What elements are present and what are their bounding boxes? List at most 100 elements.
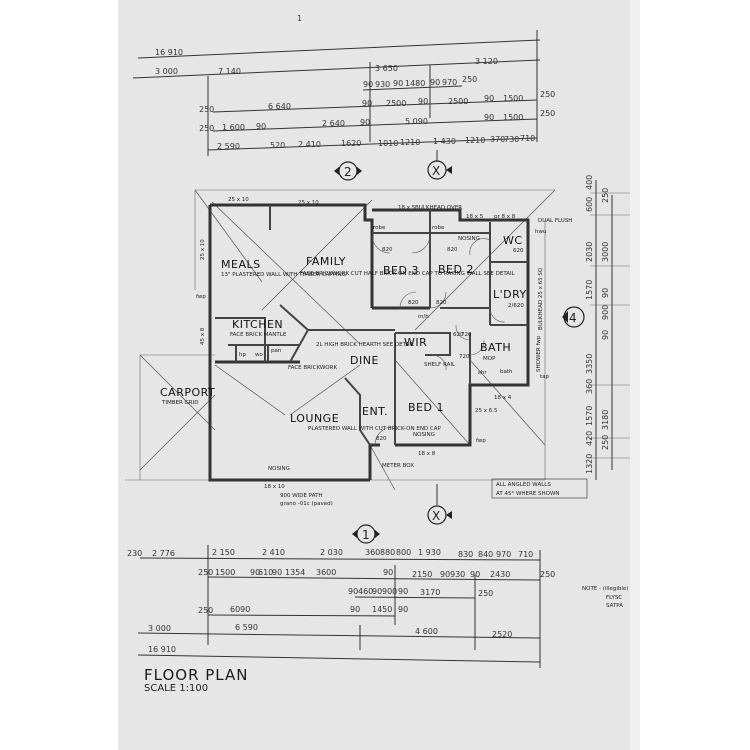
svg-text:90: 90 [418, 97, 428, 106]
dim-overall-top: 16 910 [155, 48, 183, 57]
svg-text:3350: 3350 [585, 354, 594, 374]
svg-text:1210: 1210 [465, 136, 485, 145]
svg-text:25 x 10: 25 x 10 [298, 200, 319, 206]
svg-text:360: 360 [585, 379, 594, 394]
svg-text:360: 360 [365, 548, 380, 557]
svg-text:90: 90 [484, 94, 494, 103]
svg-text:90: 90 [383, 568, 393, 577]
svg-text:600: 600 [585, 197, 594, 212]
svg-text:620: 620 [513, 248, 524, 254]
svg-text:610: 610 [258, 568, 273, 577]
svg-text:90: 90 [398, 587, 408, 596]
svg-text:tap: tap [540, 374, 550, 380]
room-label-laundry: L'DRY [493, 288, 527, 301]
svg-text:PLASTERED WALL WITH CUT BRICK-: PLASTERED WALL WITH CUT BRICK-ON END CAP [308, 426, 442, 432]
svg-text:hwu: hwu [535, 229, 546, 235]
svg-text:3 000: 3 000 [148, 624, 171, 633]
svg-text:3180: 3180 [601, 410, 610, 430]
svg-text:880: 880 [380, 548, 395, 557]
svg-text:720: 720 [461, 332, 472, 338]
room-label-bed3: BED 3 [383, 264, 419, 277]
svg-text:90: 90 [362, 99, 372, 108]
svg-text:800: 800 [396, 548, 411, 557]
svg-text:NOSING: NOSING [268, 466, 290, 472]
svg-text:25 x 6.5: 25 x 6.5 [475, 408, 498, 414]
room-label-family: FAMILY [306, 255, 346, 268]
svg-text:830: 830 [458, 550, 473, 559]
svg-text:BULKHEAD OVER: BULKHEAD OVER [415, 205, 462, 211]
svg-text:970: 970 [496, 550, 511, 559]
room-label-bed1: BED 1 [408, 401, 444, 414]
svg-text:TIMBER GRID: TIMBER GRID [161, 400, 199, 406]
svg-text:730: 730 [504, 135, 519, 144]
svg-text:1480: 1480 [405, 79, 425, 88]
svg-text:3 120: 3 120 [475, 57, 498, 66]
svg-text:3000: 3000 [601, 242, 610, 262]
svg-text:930: 930 [450, 570, 465, 579]
room-label-bath: BATH [480, 341, 511, 354]
svg-text:FLYSC: FLYSC [606, 595, 622, 601]
svg-text:250: 250 [198, 606, 213, 615]
svg-text:2150: 2150 [412, 570, 432, 579]
bottom-dimensions [137, 545, 541, 668]
svg-text:NOSING: NOSING [413, 432, 435, 438]
svg-text:SHELF RAIL: SHELF RAIL [424, 362, 456, 368]
svg-text:900: 900 [382, 587, 397, 596]
svg-text:3 650: 3 650 [375, 64, 398, 73]
dim-overall-bottom: 16 910 [148, 645, 176, 654]
svg-text:2L HIGH BRICK HEARTH SEE DETAI: 2L HIGH BRICK HEARTH SEE DETAIL [316, 342, 415, 348]
svg-text:SHOWER fwp: SHOWER fwp [536, 335, 542, 372]
exterior-walls [208, 203, 530, 482]
svg-text:AT 45° WHERE SHOWN: AT 45° WHERE SHOWN [496, 491, 560, 497]
svg-text:1620: 1620 [341, 139, 361, 148]
svg-text:900 WIDE PATH: 900 WIDE PATH [280, 493, 323, 499]
svg-text:2 150: 2 150 [212, 548, 235, 557]
svg-text:5 090: 5 090 [405, 117, 428, 126]
svg-text:90: 90 [393, 79, 403, 88]
svg-text:620: 620 [453, 332, 464, 338]
svg-text:m/h: m/h [418, 314, 429, 320]
svg-text:shr: shr [478, 370, 487, 376]
svg-text:SATPA: SATPA [606, 603, 623, 609]
svg-text:grano -01c (paved): grano -01c (paved) [280, 501, 333, 507]
svg-text:90: 90 [250, 568, 260, 577]
svg-text:13" PLASTERED WALL WITH TIMBER: 13" PLASTERED WALL WITH TIMBER CAPPING [221, 272, 346, 278]
svg-text:MOP: MOP [483, 356, 496, 362]
svg-text:FACE BRICK MANTLE: FACE BRICK MANTLE [230, 332, 287, 338]
svg-text:3170: 3170 [420, 588, 440, 597]
svg-text:2 410: 2 410 [262, 548, 285, 557]
svg-text:18 x 4: 18 x 4 [494, 395, 512, 401]
svg-text:90: 90 [430, 78, 440, 87]
room-label-carport: CARPORT [160, 386, 215, 399]
svg-text:METER BOX: METER BOX [382, 463, 414, 469]
svg-text:fwp: fwp [196, 294, 206, 300]
svg-text:250: 250 [462, 75, 477, 84]
svg-text:NOTE - (illegible): NOTE - (illegible) [582, 586, 628, 592]
svg-text:2: 2 [344, 165, 352, 179]
svg-text:3600: 3600 [316, 568, 336, 577]
svg-text:robe: robe [373, 225, 386, 231]
svg-text:4: 4 [569, 311, 577, 325]
svg-text:18 x 10: 18 x 10 [264, 484, 285, 490]
svg-text:fwp: fwp [476, 438, 486, 444]
room-label-kitchen: KITCHEN [232, 318, 283, 331]
svg-text:2 776: 2 776 [152, 549, 175, 558]
right-dimensions [590, 180, 630, 480]
svg-text:820: 820 [382, 247, 393, 253]
svg-text:25 x 10: 25 x 10 [228, 197, 249, 203]
svg-text:1 930: 1 930 [418, 548, 441, 557]
svg-text:ALL ANGLED WALLS: ALL ANGLED WALLS [496, 482, 551, 488]
svg-text:90: 90 [470, 570, 480, 579]
svg-text:robe: robe [432, 225, 445, 231]
svg-text:820: 820 [408, 300, 419, 306]
svg-text:1 600: 1 600 [222, 123, 245, 132]
drawing-scale: SCALE 1:100 [144, 683, 209, 694]
svg-text:18 x 8: 18 x 8 [418, 451, 436, 457]
svg-text:6 640: 6 640 [268, 102, 291, 111]
svg-text:X: X [432, 164, 440, 178]
angled-walls-note: ALL ANGLED WALLS AT 45° WHERE SHOWN [491, 478, 588, 499]
svg-text:230: 230 [127, 549, 142, 558]
svg-text:710: 710 [518, 550, 533, 559]
page-number: 1 [297, 14, 303, 23]
top-dimensions [132, 30, 541, 156]
